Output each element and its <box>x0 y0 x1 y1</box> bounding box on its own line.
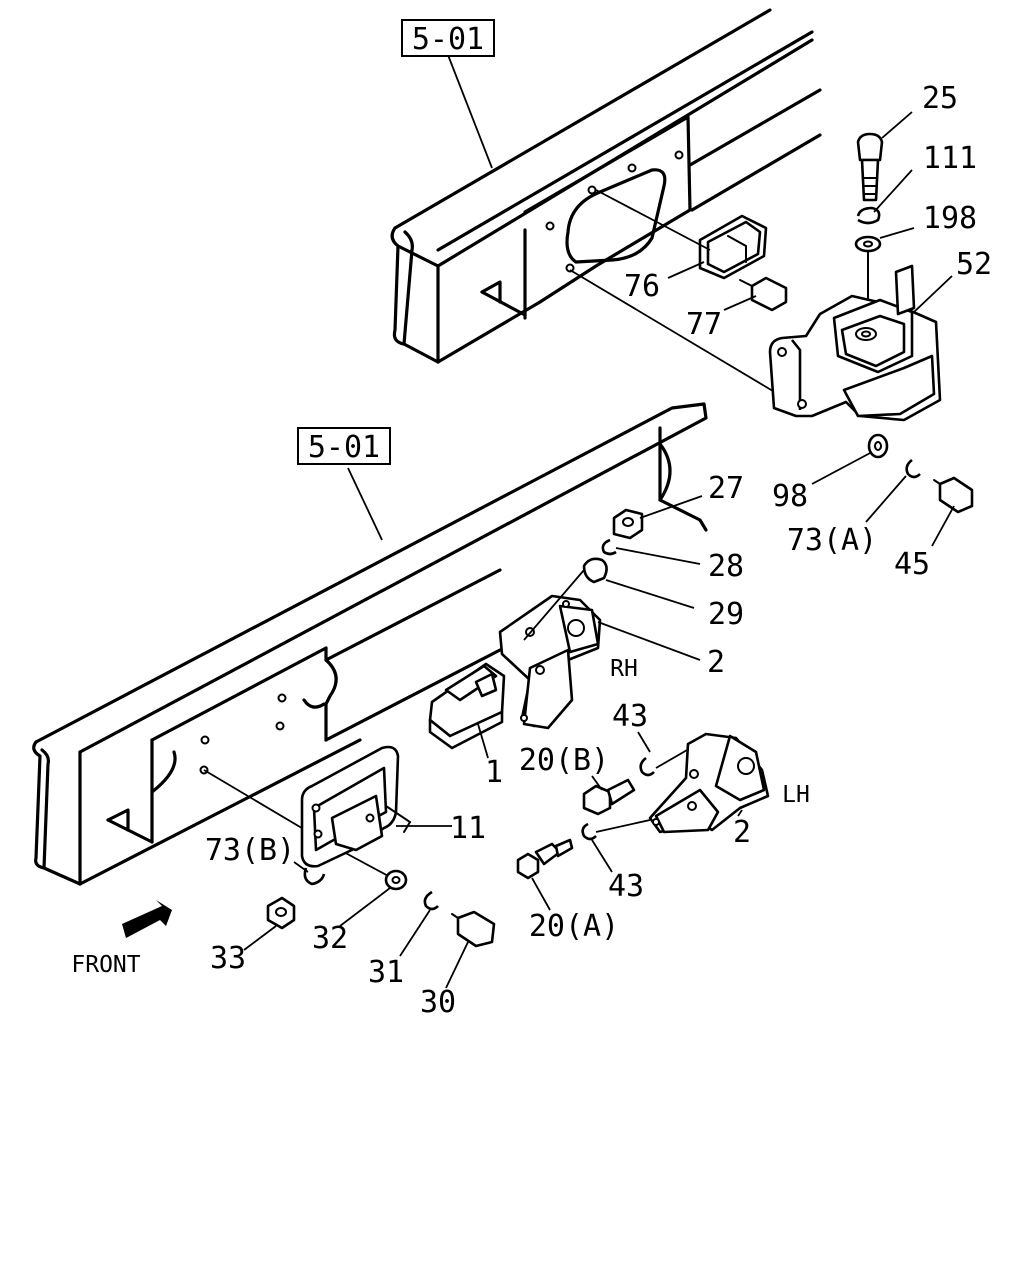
callout-43-bottom: 43 <box>608 869 644 904</box>
callout-27: 27 <box>708 471 744 506</box>
washer-198 <box>854 235 882 253</box>
clip-29 <box>582 557 608 584</box>
nut-33 <box>266 896 296 930</box>
spring-washer-28 <box>601 538 617 556</box>
callout-45: 45 <box>894 547 930 582</box>
callout-29: 29 <box>708 597 744 632</box>
callout-11: 11 <box>450 811 486 846</box>
bolt-20b <box>582 778 636 816</box>
bolt-77 <box>739 276 788 312</box>
bracket-2-lh <box>648 732 770 834</box>
spring-washer-73a <box>905 458 921 479</box>
clip-43-top <box>639 756 655 777</box>
washer-32 <box>384 869 408 891</box>
reference-box-upper[interactable]: 5-01 <box>401 19 495 57</box>
callout-2-rh: 2 <box>707 645 725 680</box>
front-label: FRONT <box>71 952 140 978</box>
callout-77: 77 <box>686 307 722 342</box>
side-label-lh: LH <box>782 782 810 808</box>
mount-rubber-1 <box>428 662 506 750</box>
callout-25: 25 <box>922 81 958 116</box>
callout-31: 31 <box>368 955 404 990</box>
callout-43-top: 43 <box>612 699 648 734</box>
lower-frame-rail <box>32 402 708 886</box>
callout-33: 33 <box>210 941 246 976</box>
engine-mount-52 <box>768 264 942 422</box>
callout-30: 30 <box>420 985 456 1020</box>
callout-73a: 73(A) <box>787 523 877 558</box>
callout-198: 198 <box>923 201 977 236</box>
bolt-25 <box>856 132 884 202</box>
callout-labels: 25 111 198 52 76 77 98 73(A) 45 27 28 29… <box>71 81 992 1020</box>
callout-98: 98 <box>772 479 808 514</box>
upper-frame-rail <box>390 8 822 364</box>
spring-washer-73b <box>303 867 326 886</box>
upper-mount-parts <box>569 132 974 514</box>
callout-32: 32 <box>312 921 348 956</box>
callout-73b: 73(B) <box>205 833 295 868</box>
bracket-2-rh <box>498 594 602 730</box>
reference-label-upper: 5-01 <box>412 22 484 57</box>
bolt-30 <box>451 910 496 948</box>
front-arrow-icon <box>122 900 172 938</box>
nut-27 <box>612 508 644 540</box>
clip-43-bottom <box>581 822 597 841</box>
lower-mount-parts <box>122 508 770 948</box>
bolt-45 <box>933 476 974 514</box>
callout-1: 1 <box>485 755 503 790</box>
callout-20b: 20(B) <box>519 743 609 778</box>
stud-20a <box>516 838 574 880</box>
washer-98 <box>867 433 889 459</box>
callout-2-lh: 2 <box>733 815 751 850</box>
bracket-11 <box>300 745 412 868</box>
reference-label-lower: 5-01 <box>308 430 380 465</box>
stopper-76 <box>698 214 768 280</box>
callout-76: 76 <box>624 269 660 304</box>
callout-111: 111 <box>923 141 977 176</box>
side-label-rh: RH <box>610 656 638 682</box>
spring-washer-31 <box>423 890 439 911</box>
callout-52: 52 <box>956 247 992 282</box>
callout-20a: 20(A) <box>529 909 619 944</box>
callout-28: 28 <box>708 549 744 584</box>
reference-box-lower[interactable]: 5-01 <box>297 427 391 465</box>
leader-lines <box>243 54 955 989</box>
